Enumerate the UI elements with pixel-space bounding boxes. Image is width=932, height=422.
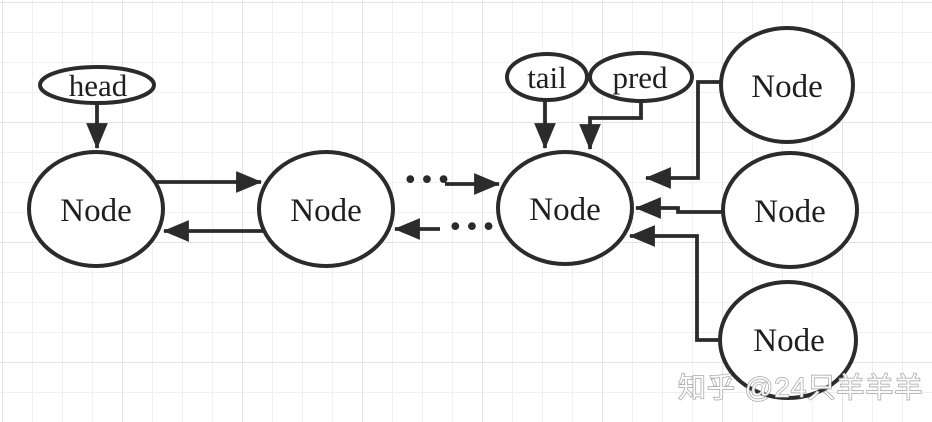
node-label-5: Node bbox=[754, 194, 825, 230]
node-circle-3 bbox=[496, 150, 634, 266]
node-label-1: Node bbox=[60, 193, 131, 229]
node-circle-6 bbox=[718, 280, 858, 400]
node-label-4: Node bbox=[751, 69, 822, 105]
ellipsis-bottom: ··· bbox=[448, 202, 498, 251]
node-circle-4 bbox=[719, 26, 855, 144]
node-circle-2 bbox=[257, 150, 395, 268]
arrow-node5-to-node3 bbox=[634, 197, 724, 219]
watermark: 知乎 @24只羊羊羊 bbox=[678, 372, 923, 403]
node-label-6: Node bbox=[753, 323, 824, 359]
tail-pointer-label: tail bbox=[527, 60, 567, 95]
pred-arrow bbox=[579, 102, 643, 151]
node-circle-1 bbox=[27, 150, 165, 268]
head-pointer-ellipse bbox=[38, 65, 156, 105]
ellipsis-top: ··· bbox=[403, 155, 453, 204]
pred-pointer-ellipse bbox=[588, 51, 694, 103]
tail-pointer-ellipse bbox=[505, 52, 589, 102]
head-pointer-label: head bbox=[69, 68, 128, 103]
pred-pointer-label: pred bbox=[612, 60, 668, 95]
node-label-3: Node bbox=[529, 192, 600, 228]
node-label-2: Node bbox=[290, 193, 361, 229]
node-circle-5 bbox=[721, 151, 859, 269]
arrow-node6-to-node3 bbox=[628, 225, 721, 342]
arrow-node4-to-node3 bbox=[644, 80, 721, 189]
